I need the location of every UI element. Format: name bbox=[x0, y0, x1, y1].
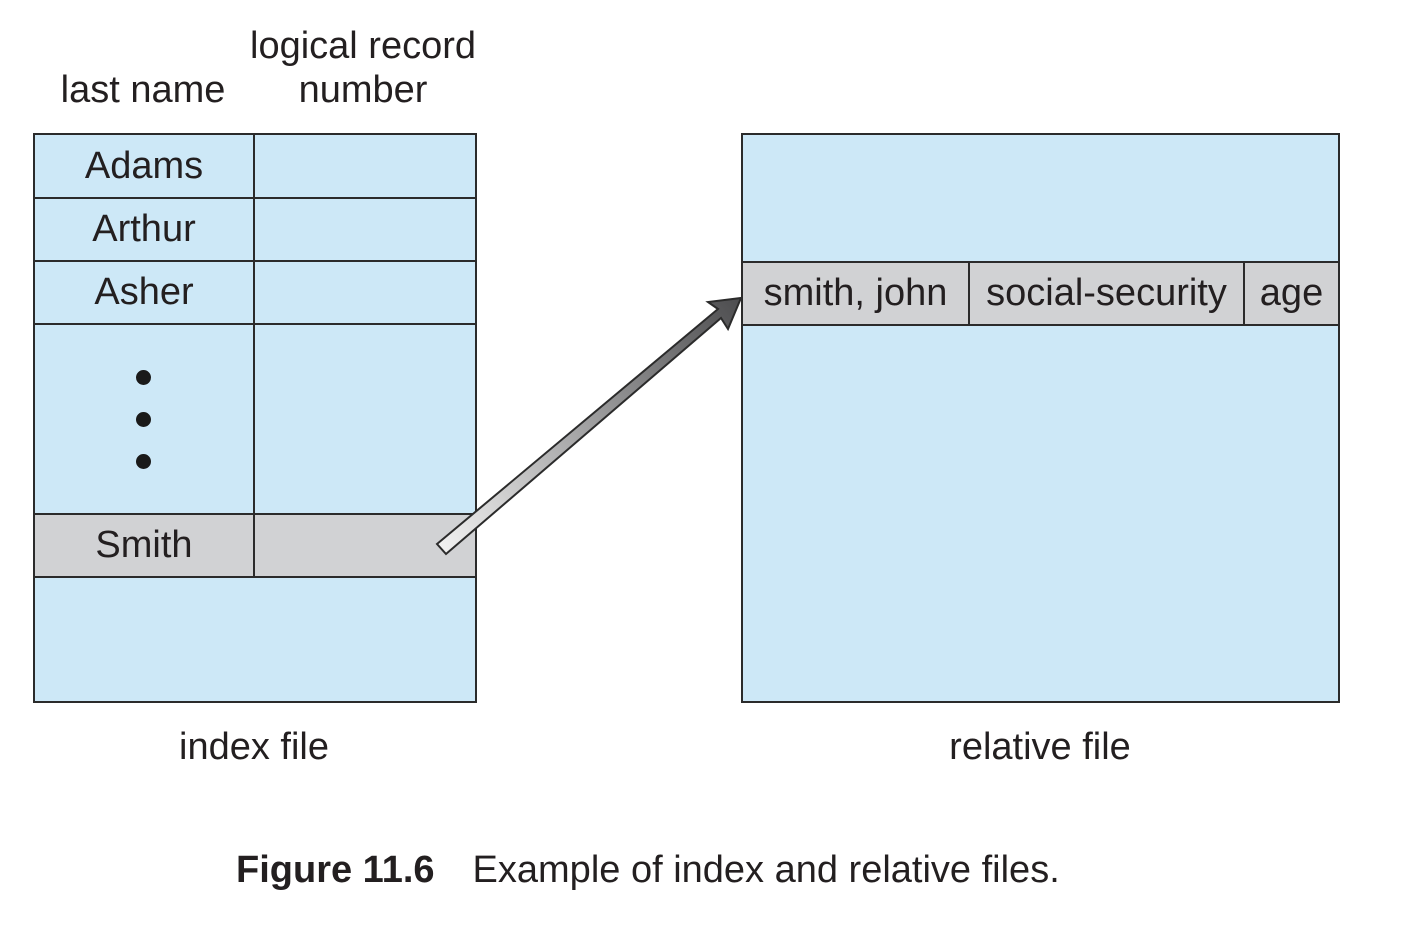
row-divider bbox=[35, 576, 475, 578]
row-divider bbox=[35, 323, 475, 325]
field-name-text: smith, john bbox=[763, 272, 948, 314]
field-name: smith, john bbox=[743, 263, 968, 324]
last-name-cell: Arthur bbox=[92, 207, 196, 250]
figure-caption-text: Example of index and relative files. bbox=[472, 849, 1060, 891]
record-top-border bbox=[743, 261, 1338, 263]
index-row-smith-bg bbox=[35, 514, 475, 577]
field-social-security-text: social-security bbox=[986, 272, 1227, 314]
header-logical-record-line2: number bbox=[298, 69, 428, 111]
relative-file-label: relative file bbox=[949, 726, 1131, 768]
ellipsis-dot bbox=[136, 370, 151, 385]
index-row-smith: Smith bbox=[35, 515, 253, 576]
row-divider bbox=[35, 513, 475, 515]
last-name-cell: Asher bbox=[94, 270, 194, 313]
header-last-name: last name bbox=[60, 69, 226, 111]
figure-number: Figure 11.6 bbox=[236, 849, 435, 891]
last-name-cell: Adams bbox=[84, 144, 204, 187]
column-divider bbox=[253, 135, 255, 578]
field-divider bbox=[1243, 261, 1245, 326]
row-divider bbox=[35, 197, 475, 199]
ellipsis-dot bbox=[136, 454, 151, 469]
field-social-security: social-security bbox=[970, 263, 1243, 324]
field-age: age bbox=[1245, 263, 1338, 324]
field-divider bbox=[968, 261, 970, 326]
record-bottom-border bbox=[743, 324, 1338, 326]
field-age-text: age bbox=[1259, 272, 1324, 314]
last-name-cell: Smith bbox=[95, 524, 193, 566]
relative-file-record-smith-john bbox=[743, 262, 1338, 325]
row-divider bbox=[35, 260, 475, 262]
index-row-asher: Asher bbox=[35, 261, 253, 323]
figure-caption: Figure 11.6 Example of index and relative… bbox=[236, 849, 1060, 892]
header-logical-record-number: logical record number bbox=[232, 24, 494, 112]
ellipsis-dot bbox=[136, 412, 151, 427]
header-logical-record-line1: logical record bbox=[250, 25, 476, 67]
index-file-table: Adams Arthur Asher Smith bbox=[33, 133, 477, 703]
index-row-arthur: Arthur bbox=[35, 198, 253, 260]
arrow-icon bbox=[435, 296, 743, 556]
index-row-adams: Adams bbox=[35, 135, 253, 197]
index-file-label: index file bbox=[179, 726, 329, 768]
relative-file-table: smith, john social-security age bbox=[741, 133, 1340, 703]
